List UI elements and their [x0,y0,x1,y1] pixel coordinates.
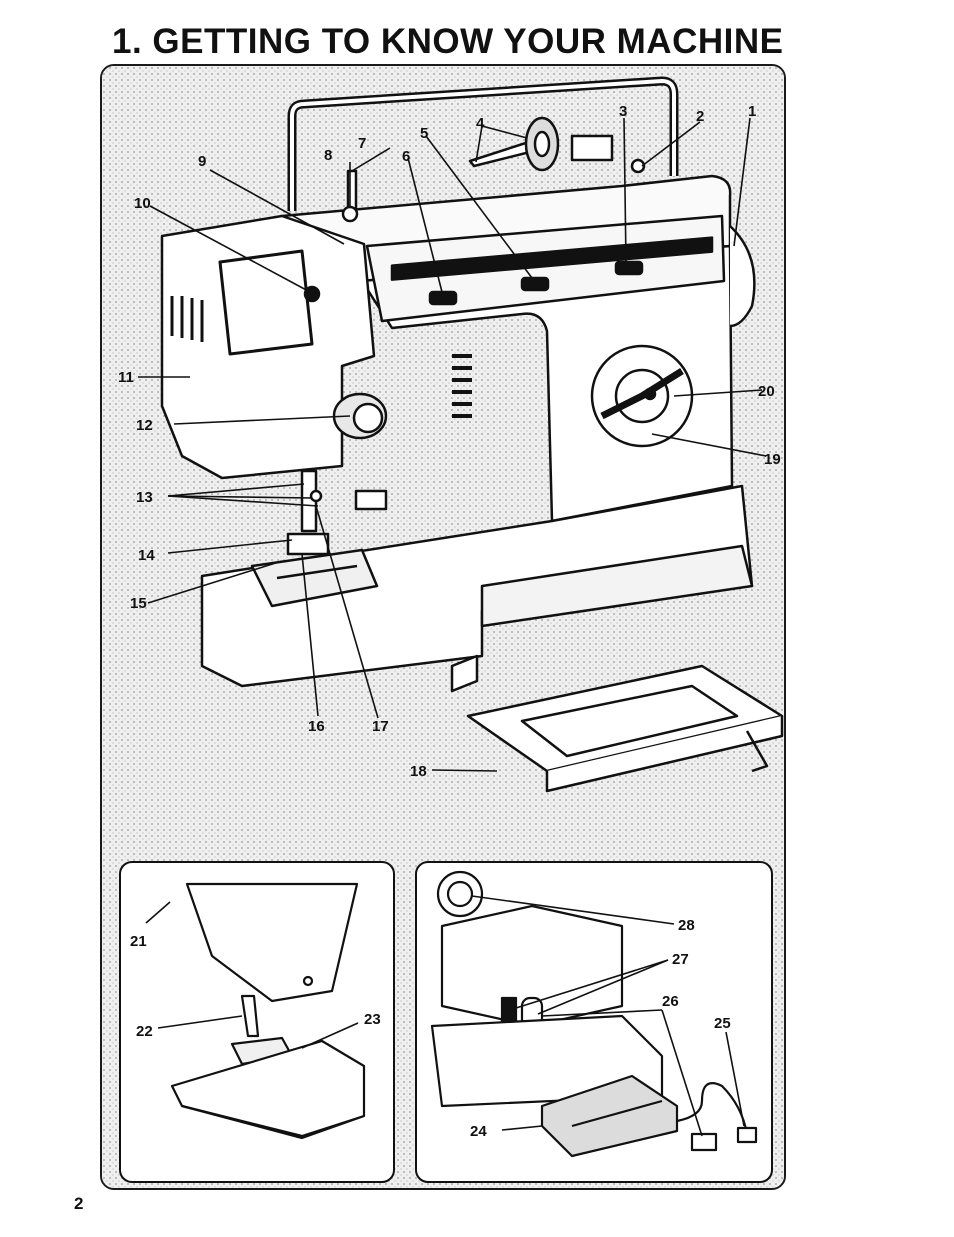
callout-17: 17 [372,718,389,735]
callout-19: 19 [764,451,781,468]
callout-10: 10 [134,195,151,212]
sewing-machine-drawing [160,76,784,793]
base-foot [450,654,479,693]
bobbin-cover [354,489,388,511]
inset-back-view: 28 27 26 25 24 [415,861,773,1183]
inset-needle-bar [240,994,260,1038]
callout-23: 23 [364,1011,381,1028]
callout-24: 24 [470,1123,487,1140]
needle-plate [250,548,379,608]
power-cord [676,1082,749,1135]
bobbin-winder [630,158,646,174]
inset-machine-back [440,904,624,1028]
callout-8: 8 [324,147,332,164]
callout-13: 13 [136,489,153,506]
callout-12: 12 [136,417,153,434]
callout-9: 9 [198,153,206,170]
stitch-width-knob [428,290,458,306]
callout-5: 5 [420,125,428,142]
callout-14: 14 [138,547,155,564]
callout-28: 28 [678,917,695,934]
extension-table-leg [745,730,769,773]
callout-18: 18 [410,763,427,780]
hand-wheel [729,225,756,328]
thread-take-up-lever [303,285,321,303]
page-title: 1. GETTING TO KNOW YOUR MACHINE [112,22,784,61]
machine-illustration-frame: 1 2 3 4 5 6 7 8 9 10 11 12 13 14 15 16 1… [100,64,786,1190]
needle-clamp-screw [309,489,323,503]
power-plug [736,1126,758,1144]
machine-illustration: 1 2 3 4 5 6 7 8 9 10 11 12 13 14 15 16 1… [102,66,784,1188]
presser-foot [286,532,330,556]
callout-25: 25 [714,1015,731,1032]
tension-dial-top [341,205,359,223]
inset-presser-foot: 21 22 23 [119,861,395,1183]
callout-1: 1 [748,103,756,120]
stitch-slot [390,236,714,281]
cord-connector [690,1132,718,1152]
spool-holder [570,134,614,162]
stitch-length-knob [614,260,644,276]
callout-26: 26 [662,993,679,1010]
callout-15: 15 [130,595,147,612]
callout-22: 22 [136,1023,153,1040]
callout-2: 2 [696,108,704,125]
callout-6: 6 [402,148,410,165]
callout-16: 16 [308,718,325,735]
inset-head [185,882,359,1003]
callout-20: 20 [758,383,775,400]
body-vents [452,354,472,418]
callout-27: 27 [672,951,689,968]
vent-slits [170,296,204,342]
callout-21: 21 [130,933,147,950]
callout-11: 11 [118,369,134,386]
bed-front [480,544,754,628]
callout-3: 3 [619,103,627,120]
callout-leaders-main [138,117,767,772]
callout-4: 4 [476,115,485,132]
page-number: 2 [74,1194,84,1213]
inset-base [430,1014,664,1108]
face-cover-window [218,249,314,356]
callout-7: 7 [358,135,366,152]
needle-position-knob [520,276,550,292]
